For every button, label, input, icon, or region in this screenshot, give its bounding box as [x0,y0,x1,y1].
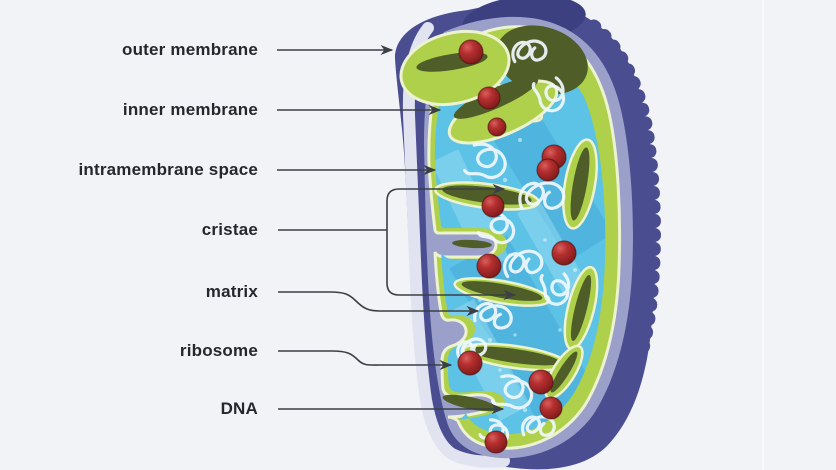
outer-membrane-cut-edge [402,22,510,468]
label-intramembrane-space: intramembrane space [78,160,258,179]
ribosome-dot [551,240,577,266]
label-ribosome: ribosome [179,341,258,360]
label-outer-membrane: outer membrane [121,40,258,59]
label-inner-membrane: inner membrane [122,100,258,119]
ribosomes [457,39,577,454]
ribosome-dot [457,350,483,376]
ribosome-dot [477,86,501,110]
ribosome-dot [458,39,484,65]
ribosome-dot [539,396,563,420]
leader-cristae [278,183,517,301]
ribosome-dot [487,117,507,137]
label-matrix: matrix [205,282,258,301]
label-dna: DNA [220,399,258,418]
leader-ribosome [278,350,453,371]
ribosome-dot [484,430,508,454]
leader-matrix [278,291,480,317]
background-seam [762,0,764,470]
label-cristae: cristae [201,220,258,239]
ribosome-dot [528,369,554,395]
ribosome-dot [481,194,505,218]
ribosome-dot [476,253,502,279]
outer-membrane-bumps [586,19,661,451]
ribosome-dot [536,158,560,182]
